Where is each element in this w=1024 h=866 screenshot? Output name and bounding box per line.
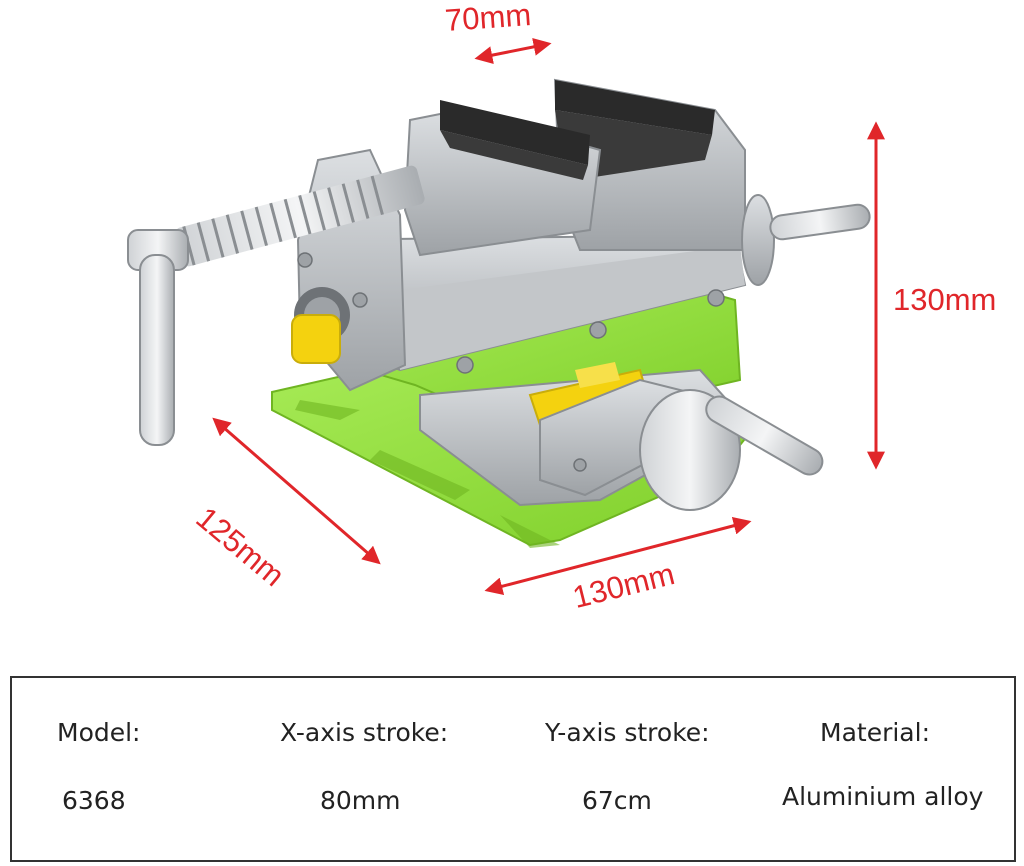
- product-illustration: 70mm 130mm 125mm 130mm: [127, 0, 997, 615]
- depth-arrow: [212, 417, 381, 565]
- jaw-width-arrow: [474, 37, 552, 65]
- width-arrow: [484, 516, 752, 596]
- yellow-cap-left: [291, 314, 341, 364]
- spec-label-model: Model:: [57, 718, 141, 747]
- spec-value-x-stroke: 80mm: [320, 786, 401, 815]
- spec-label-x-stroke: X-axis stroke:: [280, 718, 449, 747]
- jaw-width-label: 70mm: [443, 0, 533, 38]
- spec-label-y-stroke: Y-axis stroke:: [545, 718, 710, 747]
- spec-label-material: Material:: [820, 718, 930, 747]
- lead-screw: [175, 165, 425, 267]
- right-upper-handle: [741, 194, 871, 286]
- spec-value-material: Aluminium alloy: [782, 782, 984, 811]
- spec-value-y-stroke: 67cm: [582, 786, 652, 815]
- spec-table: Model: 6368 X-axis stroke: 80mm Y-axis s…: [10, 676, 1016, 862]
- cross-slide-vise-image: [127, 37, 885, 596]
- height-label: 130mm: [893, 282, 997, 317]
- left-crank-handle: [127, 229, 189, 446]
- spec-value-model: 6368: [62, 786, 126, 815]
